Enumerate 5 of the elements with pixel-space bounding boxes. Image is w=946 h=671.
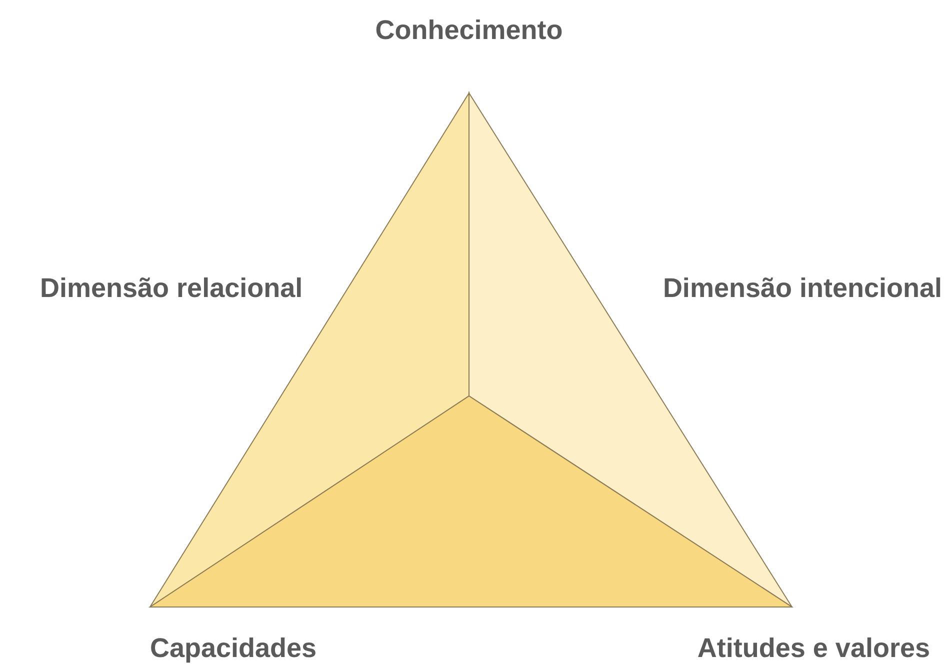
face-label: Dimensão relacional xyxy=(40,272,303,304)
vertex-label: Capacidades xyxy=(150,632,317,664)
face-label: Dimensão intencional xyxy=(662,272,942,304)
vertex-label: Atitudes e valores xyxy=(697,632,930,664)
vertex-label: Conhecimento xyxy=(375,14,563,46)
